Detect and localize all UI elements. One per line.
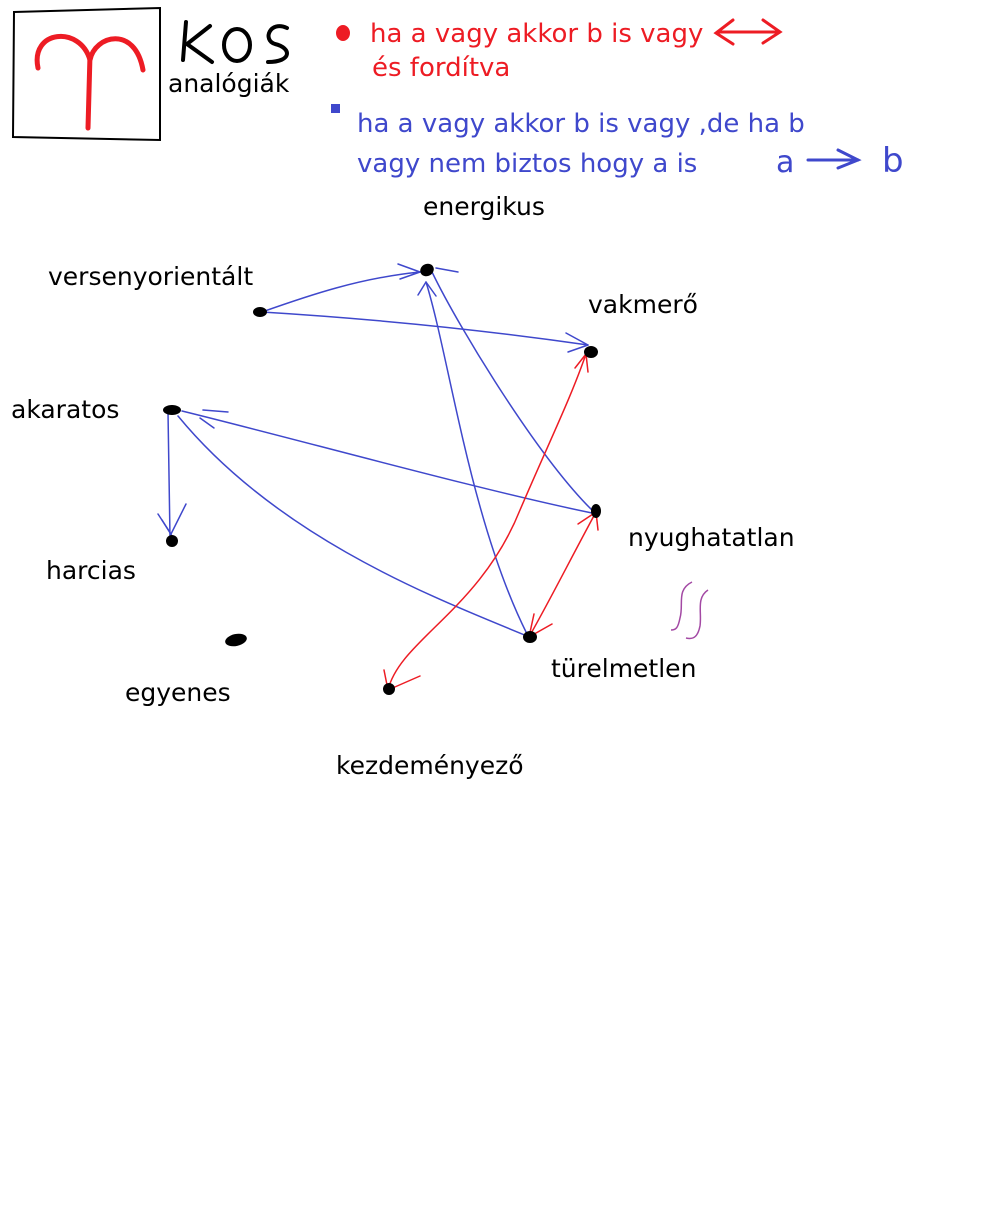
legend: ha a vagy akkor b is vagy és fordítva ha… (331, 18, 904, 181)
label-akaratos: akaratos (11, 395, 119, 424)
legend-blue-line2: vagy nem biztos hogy a is (357, 149, 697, 179)
legend-blue-line1: ha a vagy akkor b is vagy ,de ha b (357, 109, 805, 139)
node-dot-egyenes (225, 633, 247, 647)
edges-red (383, 353, 599, 691)
double-arrow-icon (713, 18, 783, 46)
label-egyenes: egyenes (125, 678, 231, 707)
edge-kezdemenyezo-vakmero (387, 353, 587, 691)
node-dot-harcias (166, 535, 178, 547)
node-dot-akaratos (163, 405, 181, 415)
node-dot-kezdemenyezo (383, 683, 395, 695)
subtitle: analógiák (168, 69, 290, 98)
nodes (163, 263, 601, 695)
label-nyughatatlan: nyughatatlan (628, 523, 795, 552)
page-title: kos (185, 59, 187, 61)
node-dot-nyughatatlan (591, 504, 601, 518)
label-versenyorientalt: versenyorientált (48, 262, 253, 291)
legend-example-b: b (882, 141, 904, 181)
node-dot-versenyorientalt (253, 307, 267, 317)
edge-turelmetlen-energikus (425, 281, 528, 635)
label-vakmero: vakmerő (588, 290, 698, 319)
node-dot-energikus (420, 263, 434, 277)
label-harcias: harcias (46, 556, 136, 585)
edge-nyughatatlan-energikus (431, 271, 595, 513)
legend-example-a: a (776, 145, 794, 180)
edge-turelmetlen-akaratos (177, 415, 528, 637)
label-turelmetlen: türelmetlen (551, 654, 696, 683)
edge-akaratos-harcias (167, 411, 171, 539)
edge-nyughatatlan-akaratos (181, 410, 593, 514)
node-dot-turelmetlen (523, 631, 537, 643)
purple-squiggle (670, 581, 709, 640)
edges-blue (157, 263, 595, 637)
label-energikus: energikus (423, 192, 545, 221)
arrow-right-icon (806, 148, 862, 170)
edge-versenyorientalt-vakmero (261, 311, 589, 346)
legend-red-line2: és fordítva (372, 53, 510, 83)
blue-bullet-icon (331, 104, 340, 113)
legend-red-line1: ha a vagy akkor b is vagy (370, 19, 703, 49)
edge-versenyorientalt-energikus (261, 271, 421, 313)
node-dot-vakmero (584, 346, 598, 358)
aries-icon (11, 6, 161, 142)
red-bullet-icon (336, 25, 350, 41)
node-labels: energikus versenyorientált vakmerő akara… (11, 192, 795, 780)
label-kezdemenyezo: kezdeményező (336, 751, 524, 780)
edge-nyughatatlan-turelmetlen (528, 511, 597, 638)
title-handwritten (181, 20, 289, 64)
